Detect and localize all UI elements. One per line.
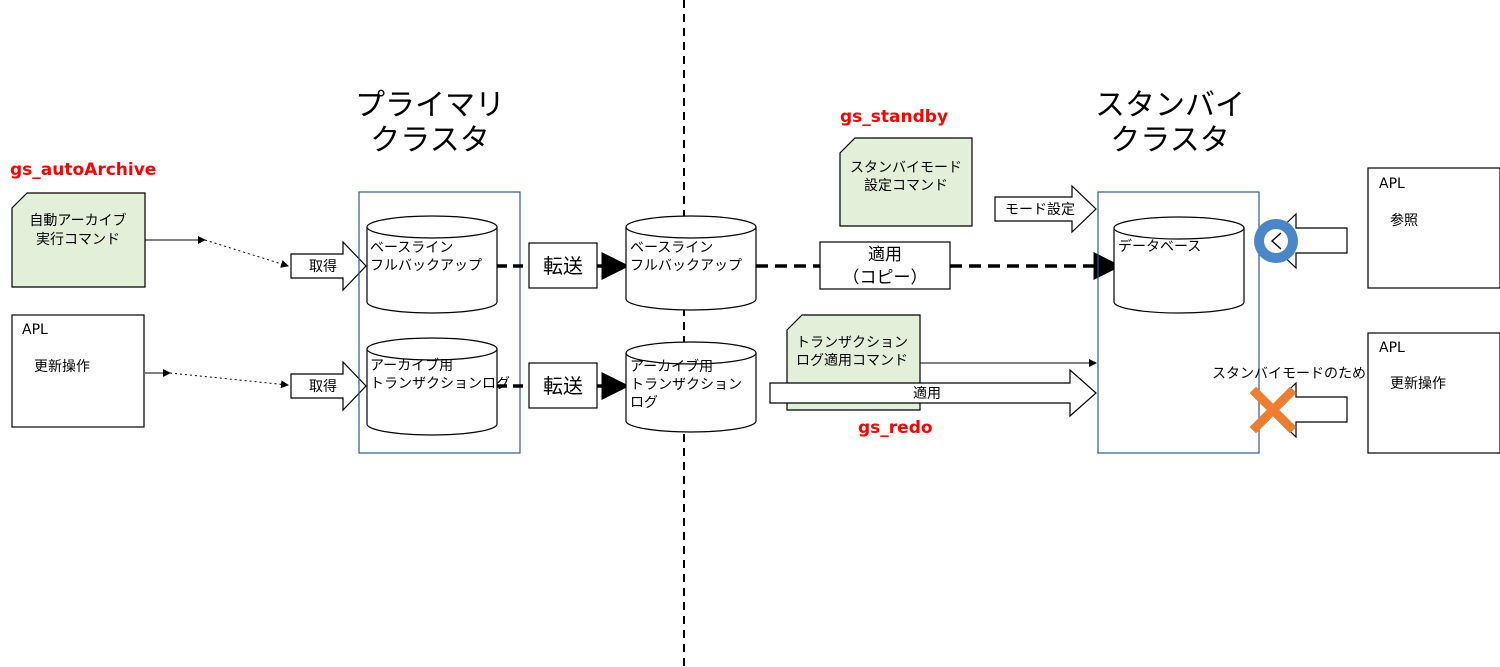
ok-circle-icon bbox=[1254, 219, 1298, 263]
log-apply-text-1: トランザクション bbox=[796, 335, 908, 351]
apl-right-top-action: 参照 bbox=[1390, 212, 1418, 229]
apl-right-top-box bbox=[1367, 167, 1500, 289]
transfer-baseline-text-1: ベースライン bbox=[630, 240, 713, 256]
standby-cluster-frame bbox=[1097, 191, 1260, 454]
primary-baseline-text-1: ベースライン bbox=[370, 240, 453, 256]
apl-left-action: 更新操作 bbox=[34, 359, 90, 375]
gs-standby-label: gs_standby bbox=[840, 107, 948, 127]
apply-log-label: 適用 bbox=[913, 385, 941, 402]
transfer-archive-text-1: アーカイブ用 bbox=[630, 358, 713, 375]
transfer-baseline-text-2: フルバックアップ bbox=[630, 258, 742, 274]
apply-copy-text-1: 適用 bbox=[868, 245, 902, 265]
apl-left-box bbox=[11, 314, 145, 428]
transfer-archive-text-2: トランザクション bbox=[630, 377, 742, 393]
auto-archive-text-2: 実行コマンド bbox=[36, 232, 120, 248]
mode-setting-label: モード設定 bbox=[1005, 202, 1075, 218]
primary-archive-db bbox=[366, 337, 498, 436]
log-apply-text-2: ログ適用コマンド bbox=[796, 352, 908, 369]
ng-cross-icon bbox=[1249, 386, 1297, 434]
standby-mode-text-1: スタンバイモード bbox=[850, 160, 962, 176]
transfer-box-bottom bbox=[528, 362, 598, 409]
standby-reason-label: スタンバイモードのため bbox=[1212, 366, 1366, 382]
primary-cluster-title-1: プライマリ bbox=[355, 88, 505, 123]
primary-baseline-db bbox=[366, 215, 498, 314]
primary-cluster-title-2: クラスタ bbox=[370, 123, 489, 158]
auto-archive-command-doc bbox=[11, 192, 146, 288]
primary-baseline-text-2: フルバックアップ bbox=[370, 258, 482, 274]
apl-left-title: APL bbox=[22, 322, 48, 338]
apl-right-bottom-box bbox=[1367, 332, 1500, 454]
acquire-arrow-top bbox=[290, 240, 367, 292]
transfer-archive-db bbox=[625, 341, 757, 433]
auto-archive-text-1: 自動アーカイブ bbox=[29, 212, 126, 229]
apply-copy-text-2: （コピー） bbox=[843, 268, 928, 288]
primary-archive-text-2: トランザクションログ bbox=[370, 376, 510, 392]
apl-left-dotted bbox=[169, 372, 289, 389]
apl-right-top-title: APL bbox=[1379, 176, 1405, 192]
apply-arrow-log bbox=[769, 368, 1097, 418]
standby-db bbox=[1113, 216, 1245, 314]
gs-autoarchive-label: gs_autoArchive bbox=[10, 160, 156, 180]
standby-cluster-title-1: スタンバイ bbox=[1095, 88, 1245, 123]
transfer-archive-text-3: ログ bbox=[630, 395, 658, 411]
standby-mode-text-2: 設定コマンド bbox=[864, 178, 948, 194]
update-arrow-blocked bbox=[1267, 381, 1348, 439]
acquire-arrow-bottom bbox=[290, 360, 367, 412]
primary-archive-text-1: アーカイブ用 bbox=[370, 357, 453, 374]
transfer-baseline-db bbox=[625, 215, 757, 311]
apl-right-bottom-title: APL bbox=[1379, 340, 1405, 356]
standby-mode-command-doc bbox=[839, 137, 973, 227]
apply-copy-box bbox=[819, 241, 951, 290]
auto-archive-dotted bbox=[204, 239, 289, 268]
apl-right-bottom-action: 更新操作 bbox=[1390, 376, 1446, 392]
gs-redo-label: gs_redo bbox=[858, 418, 933, 438]
acquire-bottom-label: 取得 bbox=[309, 378, 337, 395]
standby-cluster-title-2: クラスタ bbox=[1110, 123, 1229, 158]
mode-setting-arrow bbox=[994, 184, 1097, 234]
transfer-box-top bbox=[528, 242, 598, 289]
standby-db-label: データベース bbox=[1118, 238, 1201, 255]
acquire-top-label: 取得 bbox=[309, 258, 337, 275]
transfer-bottom-label: 転送 bbox=[543, 374, 583, 398]
primary-cluster-frame bbox=[358, 191, 521, 454]
transfer-top-label: 転送 bbox=[543, 254, 583, 278]
